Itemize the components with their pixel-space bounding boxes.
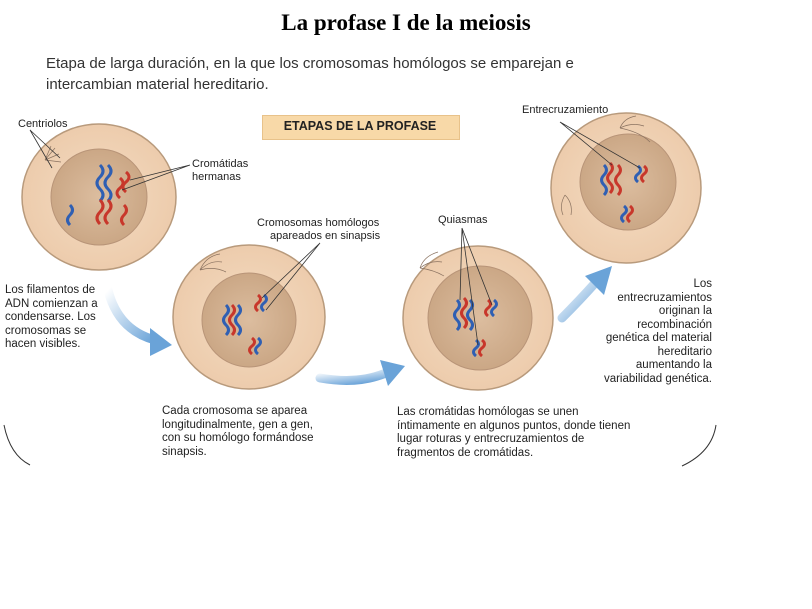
caption-stage-3: Las cromátidas homólogas se unen íntimam… — [397, 406, 630, 460]
caption-stage-1-line: hacen visibles. — [5, 338, 81, 350]
centriole-rays-1 — [44, 145, 62, 163]
caption-stage-1-line: Los filamentos de — [5, 284, 96, 296]
cell-stage-2 — [172, 242, 326, 390]
caption-stage-2-line: sinapsis. — [162, 445, 207, 458]
caption-stage-4-line: Los — [693, 278, 712, 290]
caption-stage-4-line: originan la — [658, 305, 712, 317]
caption-stage-1-line: cromosomas se — [5, 324, 87, 337]
caption-stage-4-line: hereditario — [657, 345, 712, 358]
caption-stage-1-line: ADN comienzan a — [5, 297, 98, 310]
caption-stage-3-line: lugar roturas y entrecruzamientos de — [397, 433, 585, 445]
arrow-1-to-2 — [103, 285, 172, 356]
stages-heading-box — [262, 115, 460, 140]
page-title: La profase I de la meiosis — [281, 10, 531, 35]
label-cromatidas-line2: hermanas — [192, 171, 241, 183]
label-centriolos: Centriolos — [18, 118, 68, 130]
caption-stage-4-line: entrecruzamientos — [617, 291, 712, 304]
caption-stage-2-line: con su homólogo formándose — [162, 432, 314, 444]
label-homologos-line2: apareados en sinapsis — [270, 230, 381, 242]
label-cromatidas-line1: Cromátidas — [192, 158, 249, 170]
caption-stage-4-line: genética del material — [605, 332, 712, 344]
caption-stage-3-line: Las cromátidas homólogas se unen — [397, 406, 579, 418]
arrow-2-to-3 — [315, 360, 405, 386]
intro-text: Etapa de larga duración, en la que los c… — [46, 55, 574, 93]
centriole-rays-4 — [561, 115, 651, 216]
caption-stage-3-line: íntimamente en algunos puntos, donde tie… — [397, 419, 631, 432]
centriole-rays-3 — [419, 251, 445, 277]
caption-stage-2: Cada cromosoma se aparea longitudinalmen… — [162, 405, 314, 459]
frame-arc-left — [3, 424, 31, 466]
caption-stage-2-line: Cada cromosoma se aparea — [162, 405, 308, 417]
frame-arc-right — [681, 424, 717, 467]
caption-stage-1: Los filamentos de ADN comienzan a conden… — [5, 284, 98, 352]
caption-stage-4: Los entrecruzamientos originan la recomb… — [582, 278, 712, 386]
caption-stage-4-line: recombinación — [637, 318, 712, 331]
cell-stage-1 — [21, 123, 191, 271]
caption-stage-3-line: fragmentos de cromátidas. — [397, 446, 534, 459]
caption-stage-2-line: longitudinalmente, gen a gen, — [162, 418, 313, 431]
cell-stage-4 — [550, 112, 702, 264]
centriole-rays-2 — [199, 253, 227, 273]
caption-stage-1-line: condensarse. Los — [5, 311, 96, 323]
cell-stage-3 — [402, 227, 554, 391]
stages-heading: ETAPAS DE LA PROFASE — [283, 119, 437, 133]
label-homologos-line1: Cromosomas homólogos — [257, 217, 380, 229]
label-entrecruzamiento: Entrecruzamiento — [522, 104, 609, 116]
arrow-3-to-4 — [557, 266, 612, 323]
caption-stage-4-line: aumentando la — [635, 359, 712, 371]
caption-stage-4-line: variabilidad genética. — [603, 372, 712, 385]
label-quiasmas: Quiasmas — [438, 214, 488, 226]
